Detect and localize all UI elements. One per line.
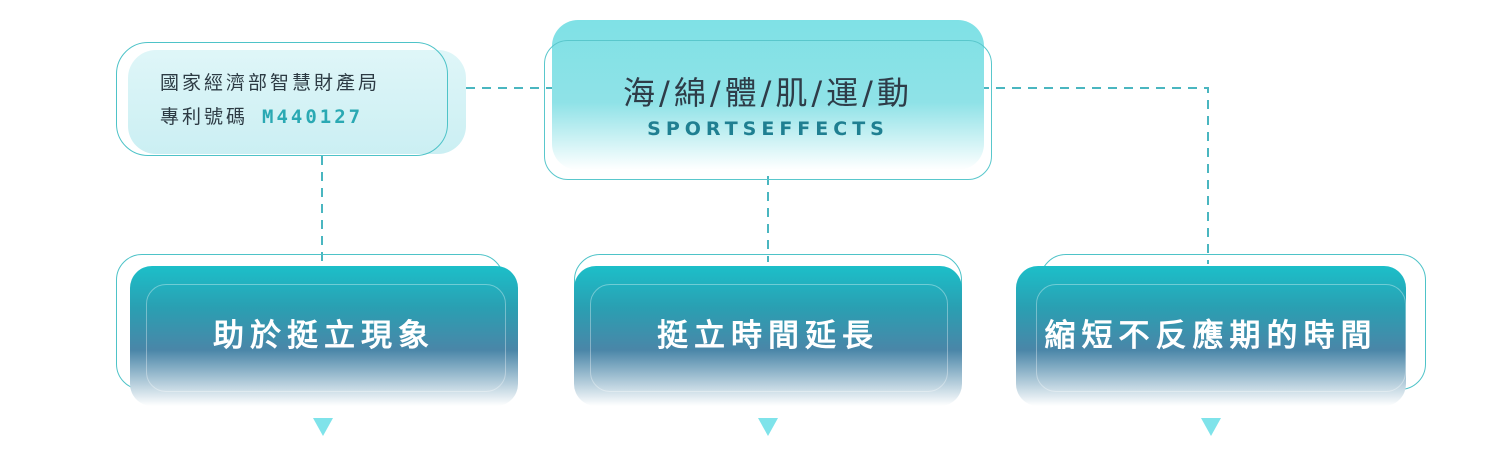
arrow-down-icon (758, 418, 778, 436)
box-3 (1016, 266, 1406, 406)
patent-info: 國家經濟部智慧財產局 專利號碼 M440127 (160, 66, 380, 134)
arrow-down-icon (1201, 418, 1221, 436)
box-3-label: 縮短不反應期的時間 (1044, 318, 1378, 354)
center-box (552, 20, 984, 170)
arrow-down-icon (313, 418, 333, 436)
box-1-label: 助於挺立現象 (213, 318, 435, 354)
patent-box (128, 50, 466, 154)
box-1-inner-outline (146, 284, 506, 392)
center-title: 海/綿/體/肌/運/動 (623, 74, 913, 112)
box-2 (574, 266, 962, 406)
box-1 (130, 266, 518, 406)
box-3-inner-outline (1036, 284, 1406, 392)
patent-number-row: 專利號碼 M440127 (160, 100, 380, 134)
center-box-outline (544, 40, 992, 180)
box-2-inner-outline (590, 284, 948, 392)
patent-number-label: 專利號碼 (160, 106, 249, 128)
patent-box-outline (116, 42, 448, 156)
patent-office: 國家經濟部智慧財產局 (160, 72, 381, 94)
box-2-label: 挺立時間延長 (657, 318, 879, 354)
center-subtitle: SPORTSEFFECTS (647, 118, 889, 140)
patent-number: M440127 (262, 106, 364, 128)
